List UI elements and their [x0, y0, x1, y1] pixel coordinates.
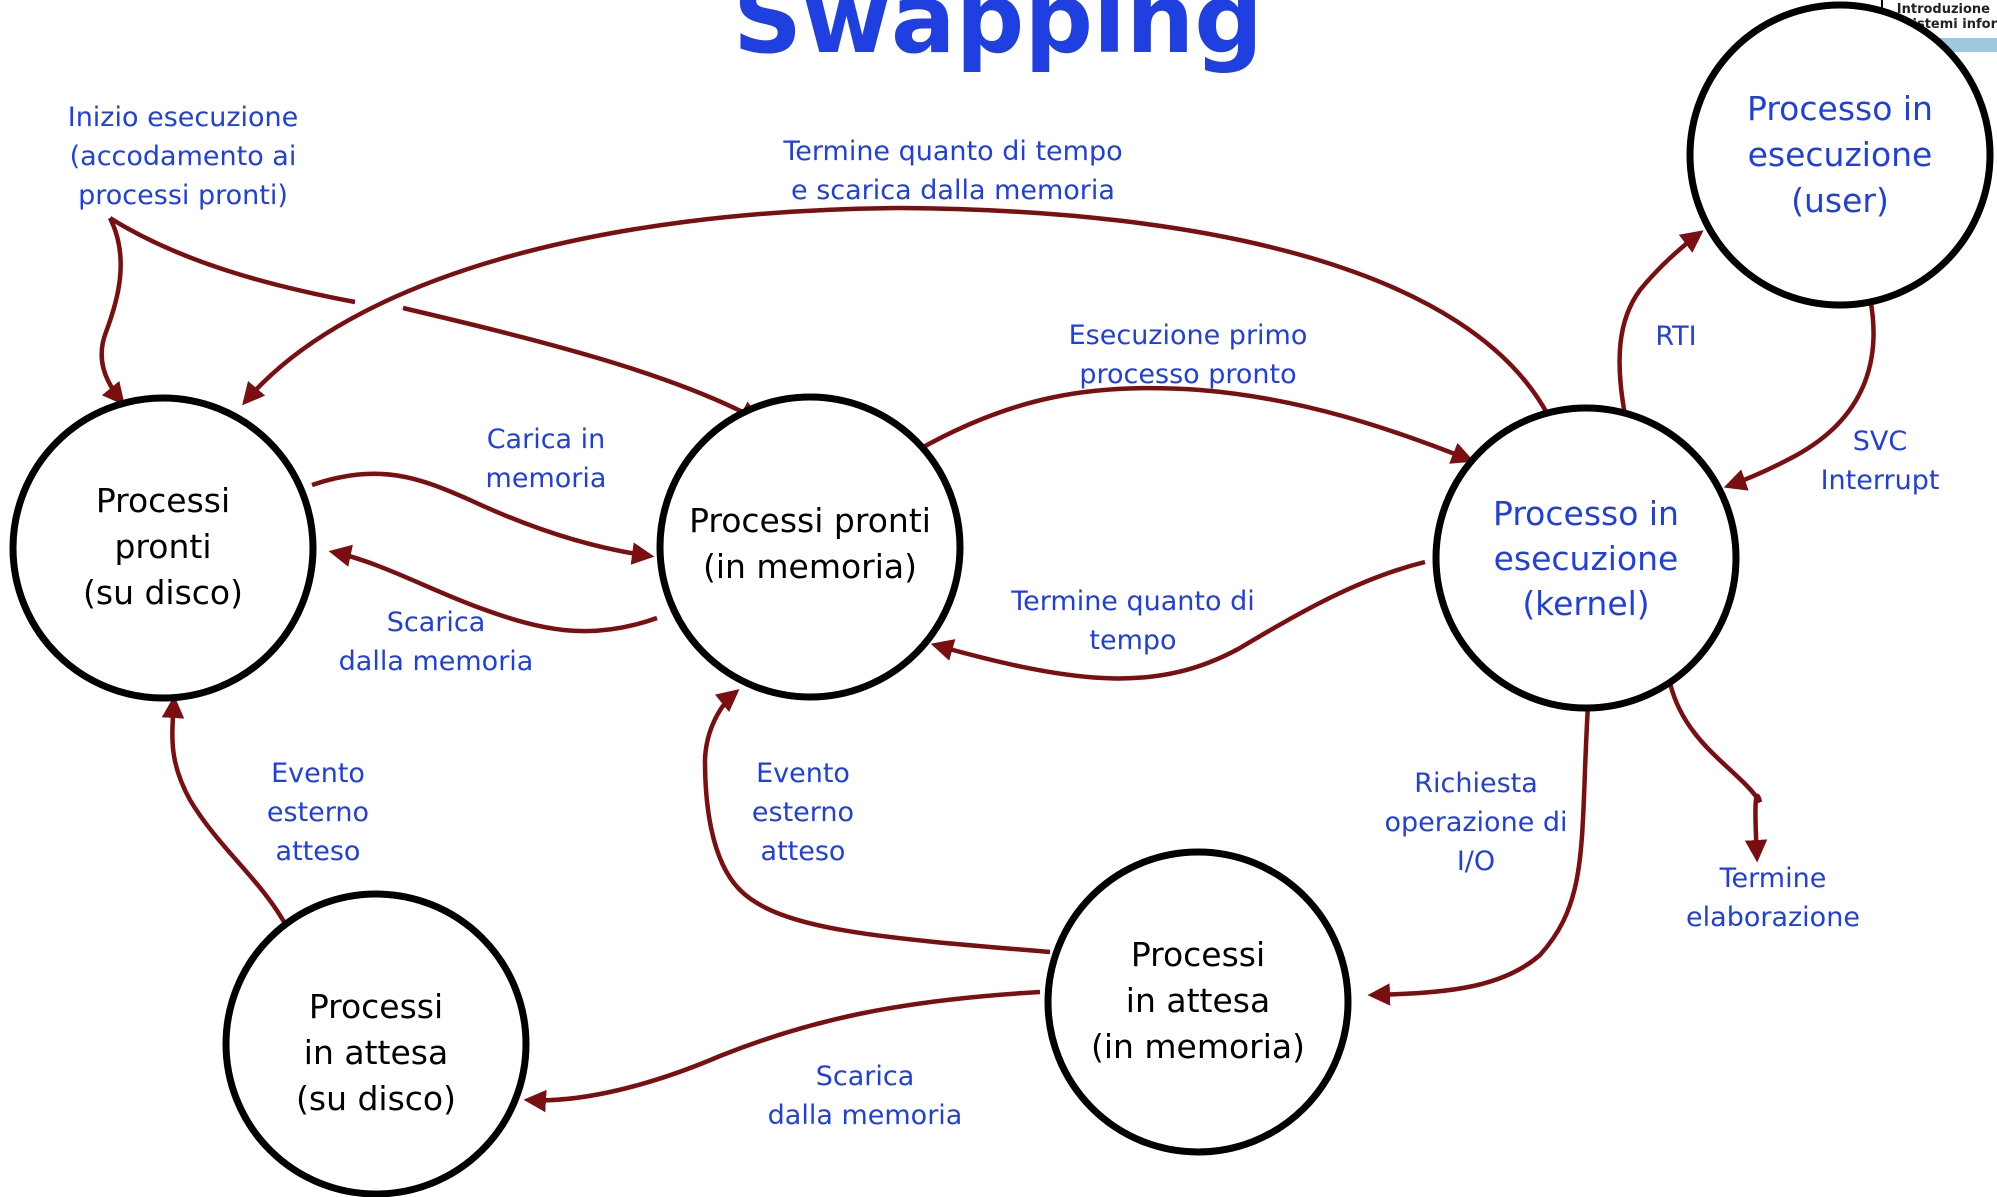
node-label-line: Processi: [1131, 935, 1265, 974]
arrow-evento-left: [161, 695, 290, 931]
label-svc-interrupt: SVC Interrupt: [1821, 426, 1940, 496]
edge-label-line: processo pronto: [1079, 359, 1296, 390]
node-circle: [1044, 848, 1352, 1156]
edge-label-line: memoria: [486, 463, 607, 494]
node-label-line: (in memoria): [703, 547, 917, 586]
node-esecuzione-kernel: Processo in esecuzione (kernel): [1432, 404, 1740, 712]
edges: [99, 205, 1876, 1113]
node-label-line: pronti: [114, 527, 211, 566]
edge-label-line: Termine quanto di tempo: [782, 136, 1122, 167]
node-label-line: Processi: [309, 987, 443, 1026]
edge-label-line: (accodamento ai: [70, 141, 297, 172]
edge-label-line: tempo: [1089, 625, 1176, 656]
arrow-termine-elaborazione: [1667, 682, 1768, 863]
edge-label-line: Evento: [756, 758, 850, 789]
node-label-line: Processo in: [1747, 89, 1933, 128]
node-circle: [656, 393, 964, 701]
label-rti: RTI: [1655, 321, 1696, 352]
node-label-line: (user): [1791, 181, 1889, 220]
edge-label-line: Interrupt: [1821, 465, 1940, 496]
edge-label-line: Termine: [1719, 863, 1827, 894]
node-attesa-memoria: Processi in attesa (in memoria): [1044, 848, 1352, 1156]
edge-label-line: SVC: [1853, 426, 1907, 457]
node-circle: [222, 890, 530, 1197]
arrow-scarica-dalla-memoria-top: [328, 544, 658, 634]
arrow-richiesta-io: [1367, 704, 1591, 1006]
node-circle: [9, 394, 317, 702]
node-label-line: Processo in: [1493, 494, 1679, 533]
edge-label-line: esterno: [267, 797, 369, 828]
edge-label-line: Scarica: [387, 607, 486, 638]
arrow-inizio-to-pronti-memoria: [402, 305, 762, 423]
label-evento-left: Evento esterno atteso: [267, 758, 369, 867]
label-esecuzione-primo: Esecuzione primo processo pronto: [1069, 320, 1308, 390]
label-termine-quanto-scarica: Termine quanto di tempo e scarica dalla …: [782, 136, 1122, 206]
edge-label-line: Esecuzione primo: [1069, 320, 1308, 351]
label-inizio-esecuzione: Inizio esecuzione (accodamento ai proces…: [68, 102, 299, 211]
label-richiesta-io: Richiesta operazione di I/O: [1384, 768, 1567, 877]
node-label-line: (in memoria): [1091, 1027, 1305, 1066]
label-scarica-bottom: Scarica dalla memoria: [768, 1061, 963, 1131]
node-label-line: esecuzione: [1748, 135, 1933, 174]
edge-label-line: Inizio esecuzione: [68, 102, 299, 133]
arrow-svc-interrupt: [1723, 297, 1876, 491]
edge-label-line: Evento: [271, 758, 365, 789]
node-attesa-disco: Processi in attesa (su disco): [222, 890, 530, 1197]
label-scarica-top: Scarica dalla memoria: [339, 607, 534, 677]
edge-label-line: processi pronti): [78, 180, 288, 211]
edge-label-line: Richiesta: [1414, 768, 1538, 799]
edge-label-line: elaborazione: [1686, 902, 1860, 933]
node-label-line: (kernel): [1522, 584, 1649, 623]
node-pronti-memoria: Processi pronti (in memoria): [656, 393, 964, 701]
node-label-line: (su disco): [296, 1079, 456, 1118]
node-label-line: (su disco): [83, 573, 243, 612]
edge-label-line: atteso: [276, 836, 361, 867]
node-label-line: esecuzione: [1494, 539, 1679, 578]
label-termine-elaborazione: Termine elaborazione: [1686, 863, 1860, 933]
edge-label-line: operazione di: [1384, 807, 1567, 838]
edge-label-line: dalla memoria: [768, 1100, 963, 1131]
arrow-kernel-to-pronti-disco: [242, 205, 1550, 417]
arrow-carica-in-memoria: [311, 471, 655, 565]
edge-label-line: I/O: [1457, 846, 1495, 877]
edge-label-line: atteso: [761, 836, 846, 867]
edge-label-line: Carica in: [487, 424, 606, 455]
edge-label-line: Termine quanto di: [1010, 586, 1255, 617]
node-label-line: Processi: [96, 481, 230, 520]
edge-label-line: e scarica dalla memoria: [791, 175, 1115, 206]
arrow-evento-mid: [702, 689, 1051, 955]
node-label-line: Processi pronti: [689, 501, 931, 540]
node-pronti-disco: Processi pronti (su disco): [9, 394, 317, 702]
label-carica-in-memoria: Carica in memoria: [486, 424, 607, 494]
node-label-line: in attesa: [1126, 981, 1270, 1020]
edge-label-line: RTI: [1655, 321, 1696, 352]
edge-label-line: esterno: [752, 797, 854, 828]
edge-label-line: dalla memoria: [339, 646, 534, 677]
arrow-rti: [1617, 230, 1704, 416]
node-circle: [1432, 404, 1740, 712]
arrow-termine-quanto: [930, 559, 1426, 681]
label-evento-mid: Evento esterno atteso: [752, 758, 854, 867]
node-circle: [1686, 1, 1994, 309]
label-termine-quanto: Termine quanto di tempo: [1010, 586, 1255, 656]
logo-text-line1: Introduzione: [1897, 2, 1990, 17]
node-label-line: in attesa: [304, 1033, 448, 1072]
arrow-inizio-split-line: [108, 216, 356, 305]
edge-label-line: Scarica: [816, 1061, 915, 1092]
arrow-pronti-memoria-to-kernel: [916, 385, 1475, 464]
node-esecuzione-user: Processo in esecuzione (user): [1686, 1, 1994, 309]
page-title: Swapping: [733, 0, 1263, 75]
arrow-inizio-to-pronti-disco: [99, 216, 125, 406]
arrow-scarica-dalla-memoria-bottom: [523, 989, 1041, 1113]
